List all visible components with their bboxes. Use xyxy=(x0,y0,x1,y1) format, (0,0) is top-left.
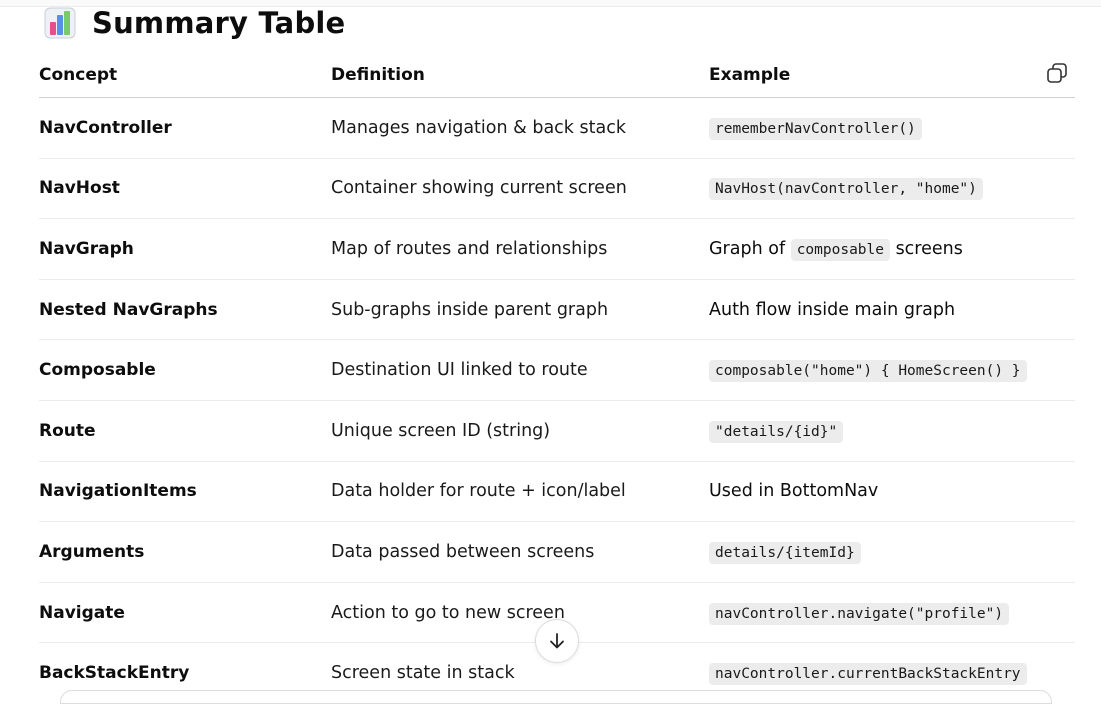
table-row: BackStackEntry Screen state in stack navCo… xyxy=(39,643,1075,703)
concept-cell: Nested NavGraphs xyxy=(39,279,331,341)
definition-cell: Destination UI linked to route xyxy=(331,339,709,401)
definition-cell: Data holder for route + icon/label xyxy=(331,461,709,523)
code-snippet: details/{itemId} xyxy=(709,541,861,564)
column-header-concept: Concept xyxy=(39,52,331,98)
definition-cell: Screen state in stack xyxy=(331,663,515,684)
scroll-to-bottom-button[interactable] xyxy=(535,619,579,663)
top-edge xyxy=(0,0,1101,7)
code-snippet: rememberNavController() xyxy=(709,117,922,140)
composer-edge xyxy=(60,690,1052,704)
example-cell: "details/{id}" xyxy=(709,400,1075,462)
code-snippet: navController.navigate("profile") xyxy=(709,602,1010,625)
definition-cell: Action to go to new screen xyxy=(331,582,709,644)
code-snippet: NavHost(navController, "home") xyxy=(709,178,983,201)
example-cell: rememberNavController() xyxy=(709,97,1075,159)
example-text: Auth flow inside main graph xyxy=(709,299,956,320)
definition-cell: Map of routes and relationships xyxy=(331,218,709,280)
example-cell: Graph of composable screens xyxy=(709,218,1075,280)
definition-cell: Container showing current screen xyxy=(331,158,709,220)
concept-cell: Navigate xyxy=(39,582,331,644)
summary-table-container: Concept Definition Example NavController… xyxy=(39,52,1075,703)
definition-cell: Unique screen ID (string) xyxy=(331,400,709,462)
example-cell: composable("home") { HomeScreen() } xyxy=(709,339,1075,401)
example-cell: Auth flow inside main graph xyxy=(709,279,1075,341)
summary-table: Concept Definition Example NavController… xyxy=(39,52,1075,703)
concept-cell: BackStackEntry xyxy=(39,663,190,684)
page-title: Summary Table xyxy=(92,6,346,40)
example-cell: details/{itemId} xyxy=(709,521,1075,583)
concept-cell: NavController xyxy=(39,97,331,159)
concept-cell: NavigationItems xyxy=(39,461,331,523)
definition-cell: Manages navigation & back stack xyxy=(331,97,709,159)
example-cell: Used in BottomNav xyxy=(709,461,1075,523)
section-heading: Summary Table xyxy=(44,4,345,42)
example-text: screens xyxy=(890,238,963,259)
example-text: Graph of xyxy=(709,238,791,259)
example-cell: NavHost(navController, "home") xyxy=(709,158,1075,220)
definition-cell: Sub-graphs inside parent graph xyxy=(331,279,709,341)
code-snippet: "details/{id}" xyxy=(709,420,844,443)
concept-cell: Composable xyxy=(39,339,331,401)
code-snippet: navController.currentBackStackEntry xyxy=(709,663,1027,686)
concept-cell: NavHost xyxy=(39,158,331,220)
code-snippet: composable("home") { HomeScreen() } xyxy=(709,360,1027,383)
column-header-example: Example xyxy=(709,52,1075,98)
example-cell: navController.currentBackStackEntry xyxy=(709,643,1075,703)
table-header-row: Concept Definition Example xyxy=(39,52,1075,98)
concept-cell: NavGraph xyxy=(39,218,331,280)
example-cell: navController.navigate("profile") xyxy=(709,582,1075,644)
column-header-definition: Definition xyxy=(331,52,709,98)
code-snippet: composable xyxy=(790,238,890,261)
example-text: Used in BottomNav xyxy=(709,481,879,502)
bar-chart-icon xyxy=(44,7,76,39)
concept-cell: Route xyxy=(39,400,331,462)
definition-cell: Data passed between screens xyxy=(331,521,709,583)
concept-cell: Arguments xyxy=(39,521,331,583)
arrow-down-icon xyxy=(550,633,564,649)
